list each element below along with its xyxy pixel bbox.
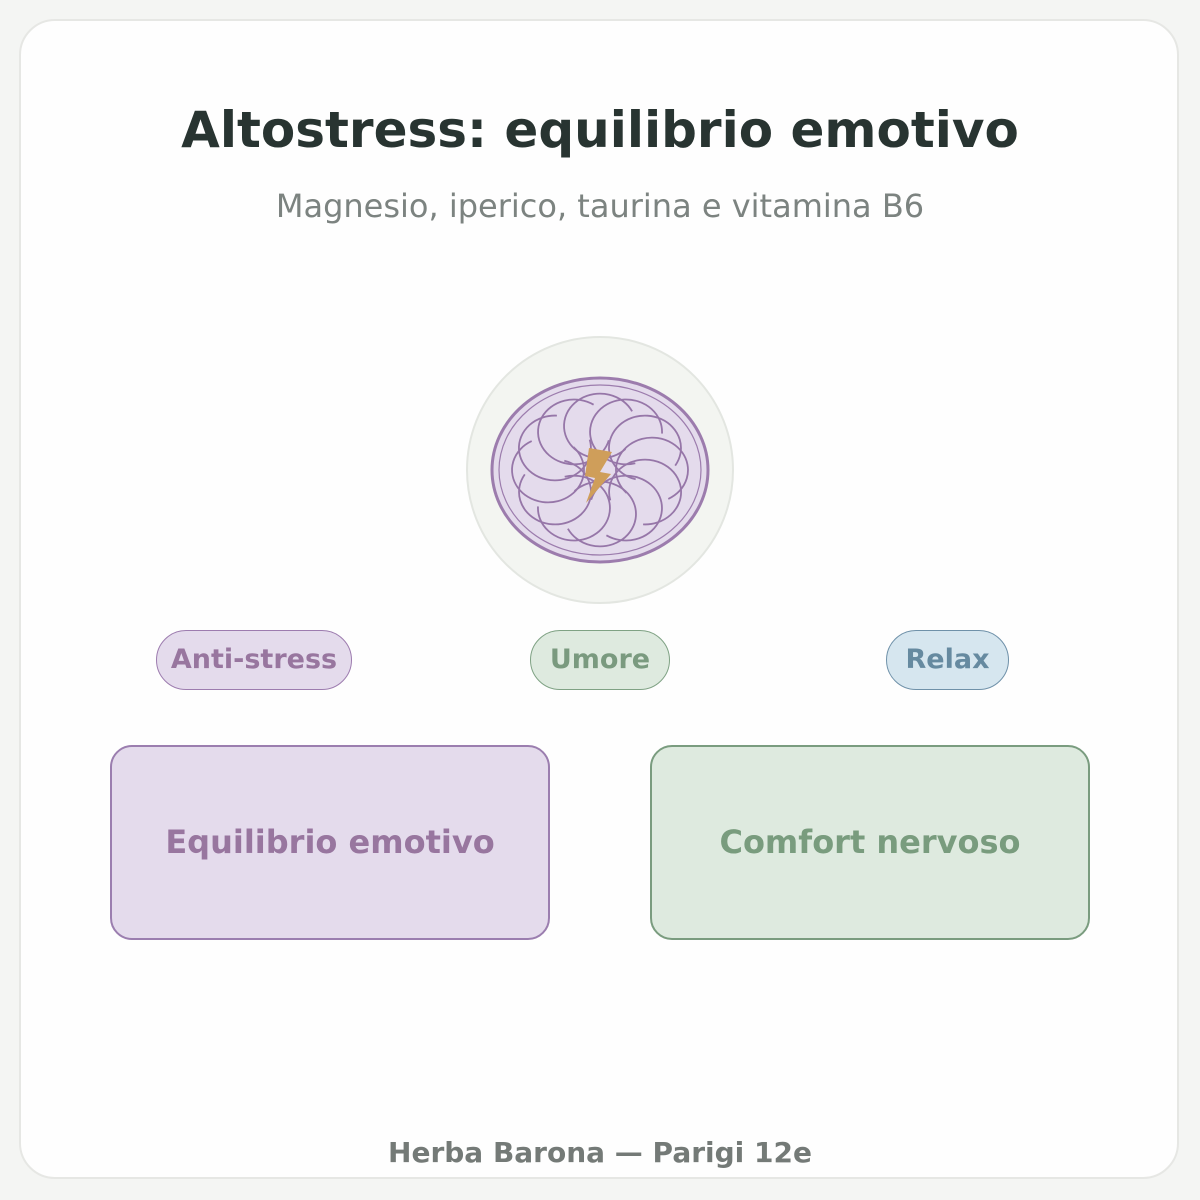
product-emblem (465, 335, 735, 605)
petal-arc (511, 440, 585, 504)
page-title: Altostress: equilibrio emotivo (181, 101, 1019, 159)
petal-arc (590, 474, 663, 542)
lightning-bolt-icon (585, 448, 612, 503)
tag-relax: Relax (886, 630, 1009, 690)
petal-arc (615, 436, 689, 500)
tag-anti-stress: Anti-stress (156, 630, 352, 690)
petal-arc (589, 398, 663, 466)
floral-petals (511, 392, 689, 548)
benefit-card-comfort: Comfort nervoso (650, 745, 1090, 940)
footer-brand: Herba Barona — Parigi 12e (388, 1136, 812, 1169)
page-subtitle: Magnesio, iperico, taurina e vitamina B6 (275, 187, 925, 225)
emblem-inner-ring (498, 384, 702, 556)
rosette-emblem (466, 336, 734, 604)
benefit-card-equilibrio: Equilibrio emotivo (110, 745, 550, 940)
petal-arc (608, 414, 682, 481)
tag-umore: Umore (530, 630, 670, 690)
petal-arc (537, 474, 611, 542)
